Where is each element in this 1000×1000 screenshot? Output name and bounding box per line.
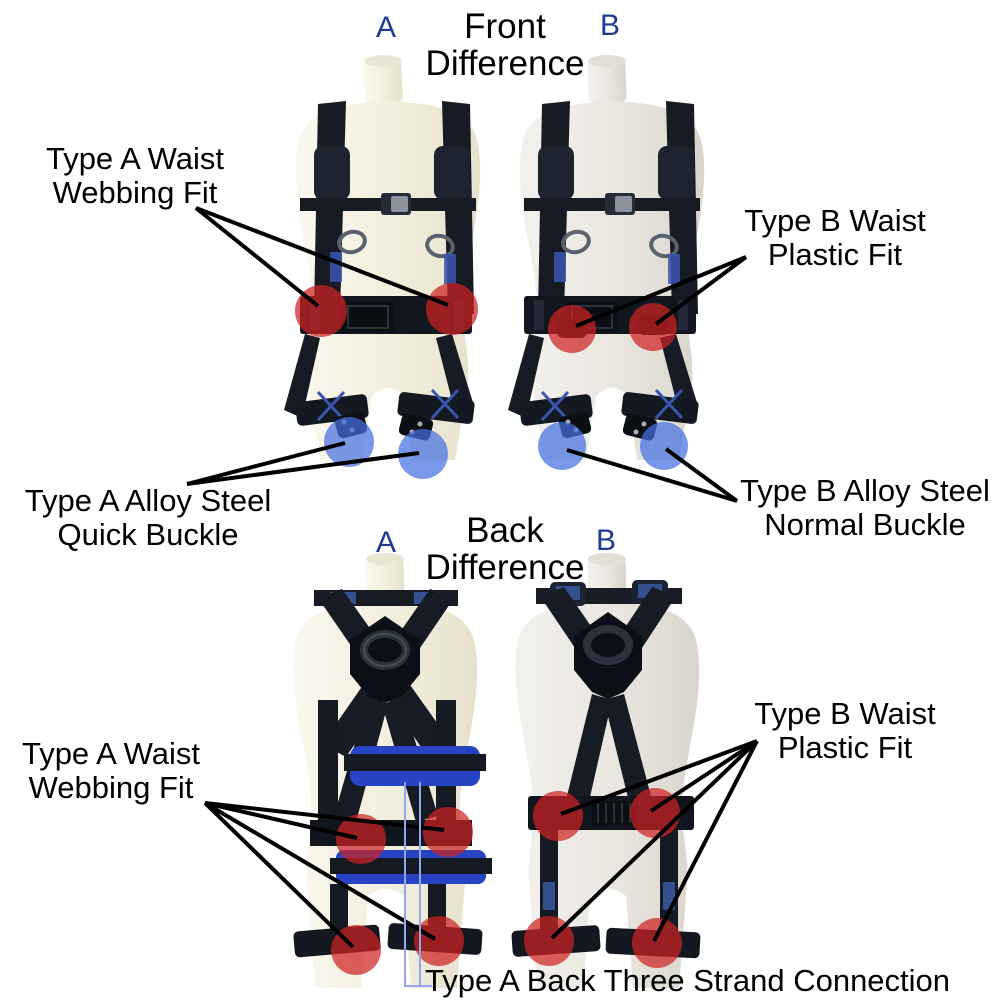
type-a-letter-front: A [376,11,397,44]
marker-back-waist-a-2 [423,807,473,857]
annotation-line: Type B Alloy Steel [740,473,990,508]
back-section-title: Back Difference [350,512,660,586]
marker-buckle-b-left [538,422,586,470]
annotation-line: Plastic Fit [777,730,913,765]
marker-waist-fit-b-right [629,303,677,351]
back-view-type-a [293,553,492,988]
marker-buckle-a-right [398,429,448,479]
marker-waist-fit-b-left [548,305,596,353]
annotation-line: Type A Alloy Steel [24,483,272,518]
mannequin-neck-top [364,55,402,67]
marker-back-waist-b-4 [632,918,682,968]
title-line: Difference [425,44,585,83]
back-left-annotation: Type A Waist Webbing Fit [0,737,222,805]
back-bottom-annotation: Type A Back Three Strand Connection [425,963,951,998]
back-right-annotation: Type B Waist Plastic Fit [725,697,965,765]
front-left-annotation: Type A Waist Webbing Fit [15,142,255,210]
title-line: Difference [425,548,585,587]
marker-back-waist-b-1 [533,791,583,841]
type-a-letter-back: A [376,526,397,559]
type-b-letter-back: B [596,524,617,557]
annotation-line: Type A Waist [45,141,225,176]
annotation-arrows [186,206,759,949]
marker-buckle-b-right [640,422,688,470]
annotation-line: Webbing Fit [28,770,194,805]
title-line: Back [466,511,544,550]
front-right-annotation: Type B Waist Plastic Fit [715,204,955,272]
marker-buckle-a-left [324,417,374,467]
three-strand-bracket [404,782,432,987]
annotation-line: Type B Waist [754,696,936,731]
annotation-line: Type B Waist [744,203,926,238]
annotation-line: Quick Buckle [57,517,239,552]
dorsal-d-ring [583,625,633,665]
title-line: Front [464,7,546,46]
mannequin-neck-top [588,553,626,565]
front-view-type-b [506,55,705,460]
annotation-line: Webbing Fit [52,175,218,210]
front-section-title: Front Difference [350,8,660,82]
annotation-line: Plastic Fit [767,237,903,272]
marker-waist-fit-a-right [426,283,478,335]
mannequin-neck-top [588,55,626,67]
front-bottom-left-annotation: Type A Alloy Steel Quick Buckle [8,484,288,552]
annotation-line: Normal Buckle [764,507,966,542]
mannequin-neck-top [366,553,404,565]
marker-back-waist-a-1 [336,814,386,864]
type-b-letter-front: B [600,9,621,42]
annotation-line: Type A Waist [21,736,201,771]
front-bottom-right-annotation: Type B Alloy Steel Normal Buckle [735,474,995,542]
front-view-type-a [282,55,481,460]
marker-back-waist-a-4 [414,916,464,966]
